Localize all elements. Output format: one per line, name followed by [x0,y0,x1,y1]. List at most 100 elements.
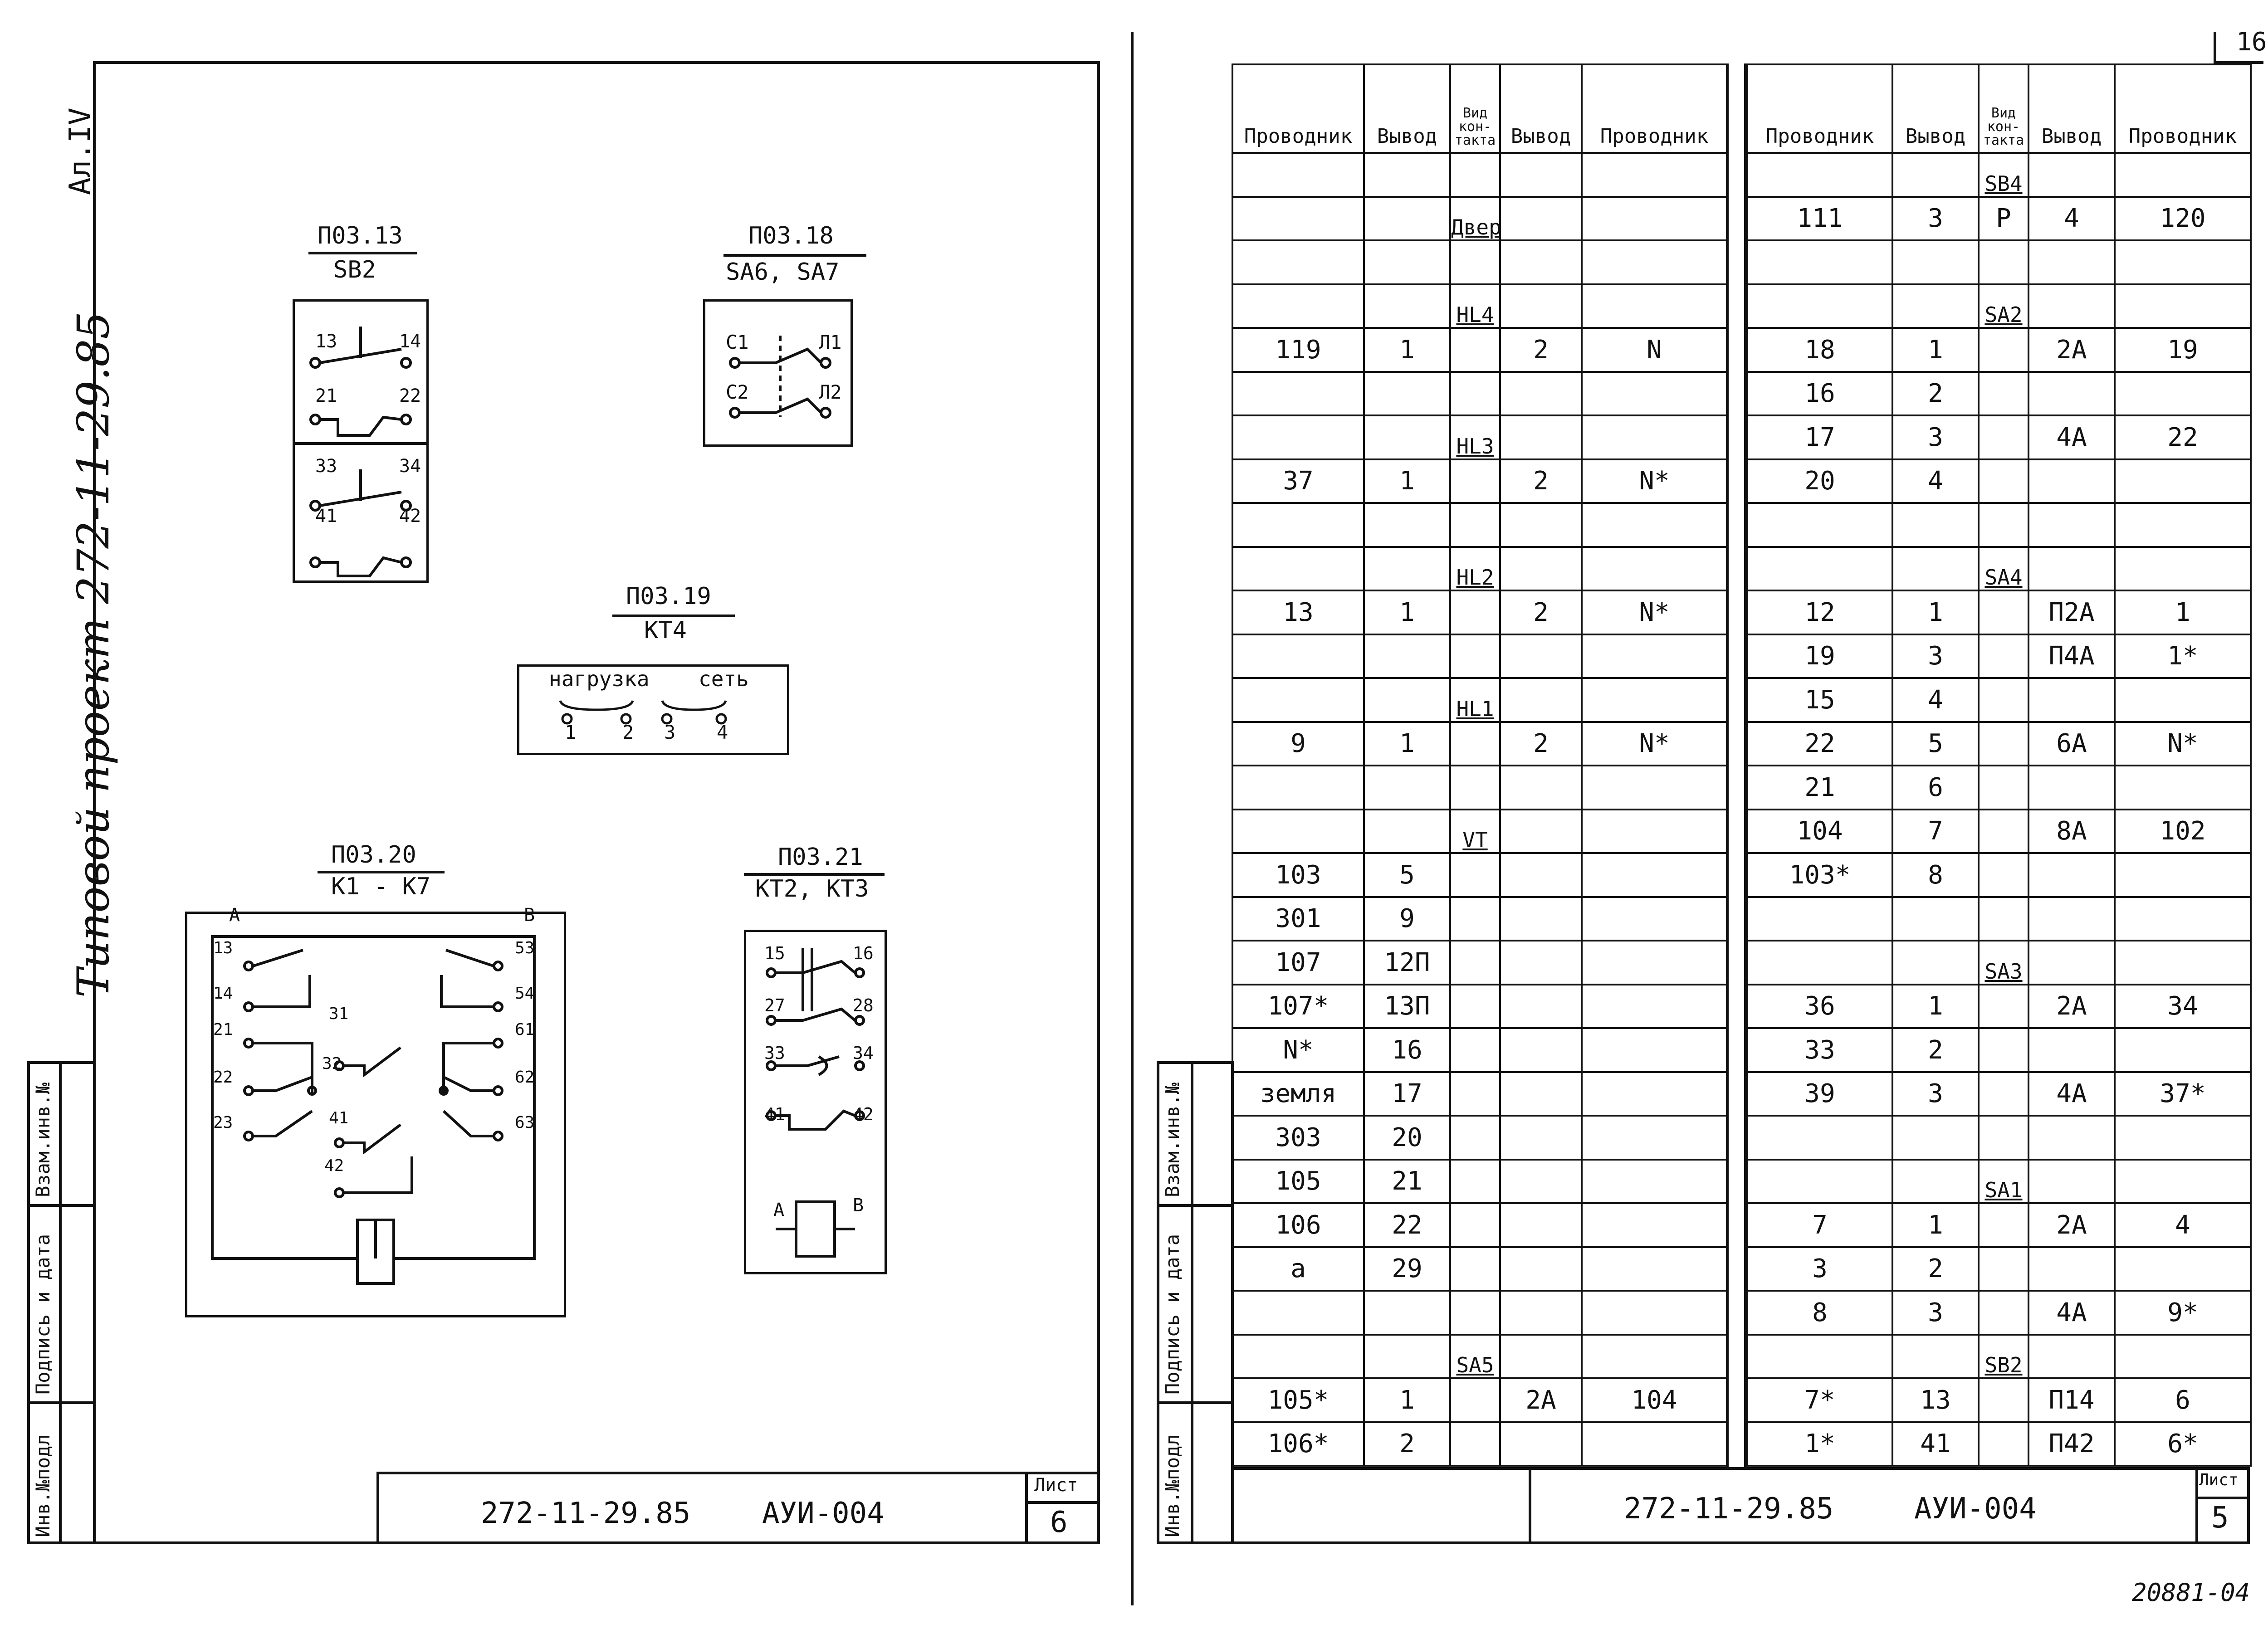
p03-20-terminal-32: 32 [322,1054,342,1073]
conn-left-cell [1499,677,1583,723]
conn-right-cell [2114,283,2252,329]
conn-right-cell: 4 [2028,195,2116,241]
conn-left-cell [1232,239,1365,285]
conn-right-cell: 7 [1746,1202,1893,1248]
conn-left-cell [1449,852,1501,898]
conn-left-cell [1449,371,1501,416]
conn-left-cell [1363,195,1451,241]
conn-right-cell [2028,1027,2116,1073]
conn-left-cell [1449,1290,1501,1336]
left-stamp-sheet-label: Лист [1034,1475,1078,1496]
conn-right-cell [1746,502,1893,548]
conn-right-cell: 7 [1892,808,1980,854]
conn-right-cell: 33 [1746,1027,1893,1073]
footer-code: 20881-04 [2132,1578,2250,1607]
conn-right-cell [1978,677,2029,723]
conn-left-cell: 119 [1232,327,1365,373]
conn-left-cell: N [1581,327,1728,373]
conn-left-cell: HL2 [1449,546,1501,591]
conn-left-row: Дверь [1232,195,1728,241]
conn-right-cell [2028,239,2116,285]
conn-right-cell [2028,458,2116,504]
conn-right-cell [2114,546,2252,591]
conn-right-row: SA3 [1746,940,2252,985]
conn-left-cell [1581,371,1728,416]
conn-left-cell [1449,940,1501,985]
block-p03-13-underline [308,252,417,254]
conn-right-cell: 13 [1892,1377,1980,1423]
conn-right-cell: 1 [1892,327,1980,373]
conn-right-row [1746,502,2252,548]
conn-right-cell [1892,239,1980,285]
conn-left-cell: 2 [1499,590,1583,635]
conn-left-cell [1232,808,1365,854]
conn-left-cell: 107 [1232,940,1365,985]
conn-left-cell [1449,633,1501,679]
conn-right-cell: 120 [2114,195,2252,241]
col-terminal-4: Вывод [2028,63,2116,154]
block-p03-18-underline [723,254,866,257]
right-strip-text-2: Подпись и дата [1161,1234,1183,1395]
conn-left-cell: 2 [1499,458,1583,504]
conn-left-cell [1232,546,1365,591]
conn-right-cell: 4A [2028,415,2116,460]
conn-right-cell: П14 [2028,1377,2116,1423]
left-stamp-divider [1025,1472,1028,1544]
conn-left-cell [1499,633,1583,679]
conn-left-cell [1581,1027,1728,1073]
conn-left-cell [1499,239,1583,285]
conn-left-cell [1581,633,1728,679]
conn-left-cell [1499,1290,1583,1336]
p03-21-terminal-28: 28 [853,995,874,1015]
conn-left-cell: 5 [1363,852,1451,898]
conn-right-cell: 21 [1746,765,1893,810]
conn-left-cell [1449,327,1501,373]
conn-right-cell [1746,152,1893,198]
conn-right-cell: 7* [1746,1377,1893,1423]
block-p03-20-body [185,912,566,1317]
conn-right-cell: 3 [1892,415,1980,460]
conn-left-cell [1499,1115,1583,1161]
tables-gap-right [1744,63,1747,1469]
conn-right-cell [1746,239,1893,285]
conn-left-cell: HL4 [1449,283,1501,329]
block-p03-20-device: К1 - К7 [331,873,431,900]
conn-left-cell: N* [1581,721,1728,766]
right-stamp-code: 272-11-29.85 [1624,1492,1834,1526]
conn-right-cell: 15 [1746,677,1893,723]
conn-right-cell: 2A [2028,1202,2116,1248]
conn-right-cell: 19 [2114,327,2252,373]
conn-left-cell [1499,152,1583,198]
conn-left-cell [1363,415,1451,460]
conn-left-cell [1232,283,1365,329]
conn-right-cell: 4 [1892,677,1980,723]
conn-left-cell [1581,283,1728,329]
conn-right-cell: 22 [1746,721,1893,766]
conn-left-row: VT [1232,808,1728,854]
conn-left-cell: 105* [1232,1377,1365,1423]
conn-left-cell [1449,896,1501,941]
conn-left-cell [1363,152,1451,198]
conn-left-cell: 303 [1232,1115,1365,1161]
right-stamp-doc: АУИ-004 [1914,1492,2037,1526]
conn-right-cell [1978,239,2029,285]
conn-right-cell [2028,502,2116,548]
col-conductor-1: Проводник [1232,63,1365,154]
p03-21-terminal-27: 27 [764,995,785,1015]
conn-left-cell [1581,1333,1728,1379]
conn-right-cell: 3 [1746,1246,1893,1292]
left-strip-text-3: Взам.инв.№ [32,1083,54,1197]
right-stamp-sheet-no: 5 [2211,1501,2229,1535]
conn-left-cell [1499,502,1583,548]
conn-left-cell: 22 [1363,1202,1451,1248]
